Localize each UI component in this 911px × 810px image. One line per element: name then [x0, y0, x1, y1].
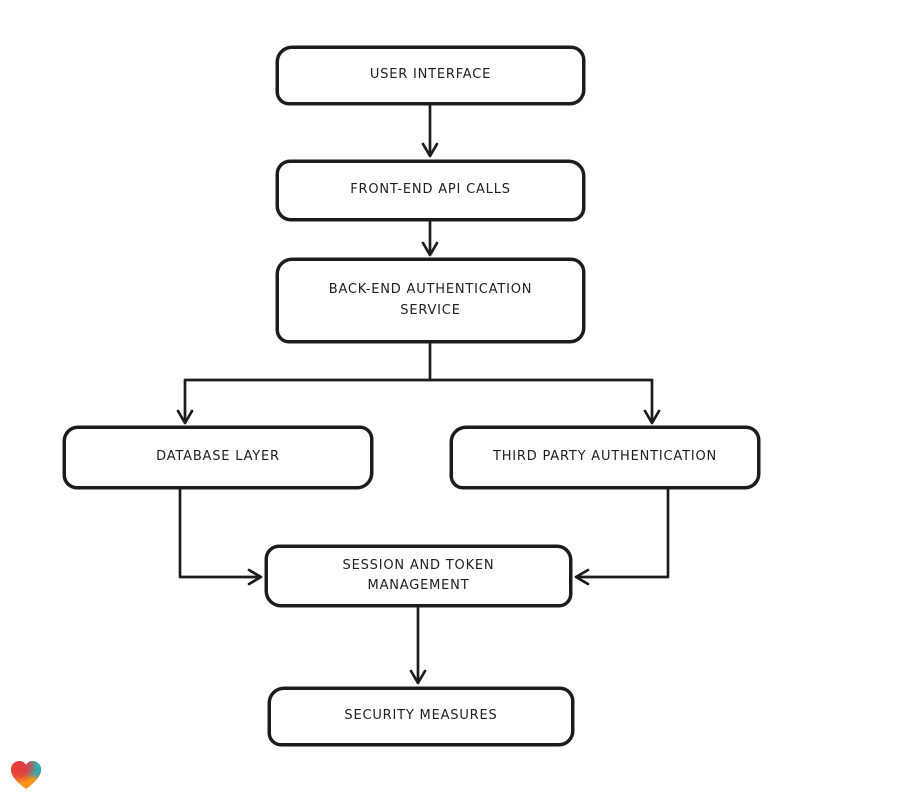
edge-back-end-authentication-service-to-database-layer [176, 342, 432, 425]
edge-front-end-api-calls-to-back-end-authentication-service [421, 219, 439, 257]
node-database-layer[interactable]: DATABASE LAYER [63, 426, 373, 489]
node-front-end-api-calls-label: FRONT-END API CALLS [350, 182, 511, 198]
node-back-end-authentication-service[interactable]: BACK-END AUTHENTICATION SERVICE [276, 258, 585, 343]
node-third-party-authentication[interactable]: THIRD PARTY AUTHENTICATION [450, 426, 760, 489]
edge-back-end-authentication-service-to-third-party-authentication [428, 378, 661, 425]
heart-logo[interactable] [10, 760, 42, 790]
node-user-interface[interactable]: USER INTERFACE [276, 46, 585, 105]
edge-user-interface-to-front-end-api-calls [421, 104, 439, 158]
node-database-layer-label: DATABASE LAYER [156, 449, 280, 465]
node-third-party-authentication-label: THIRD PARTY AUTHENTICATION [492, 449, 718, 465]
edge-third-party-authentication-to-session-and-token-management [574, 488, 670, 586]
node-session-and-token-management[interactable]: SESSION AND TOKEN MANAGEMENT [265, 545, 572, 607]
edge-session-and-token-management-to-security-measures [409, 606, 427, 685]
node-session-and-token-management-label: SESSION AND TOKEN MANAGEMENT [342, 557, 495, 593]
node-user-interface-label: USER INTERFACE [369, 67, 492, 83]
heart-logo-shape [11, 761, 41, 789]
node-front-end-api-calls[interactable]: FRONT-END API CALLS [276, 160, 585, 221]
node-security-measures[interactable]: SECURITY MEASURES [268, 687, 574, 746]
node-back-end-authentication-service-label: BACK-END AUTHENTICATION SERVICE [328, 282, 533, 318]
node-security-measures-label: SECURITY MEASURES [344, 708, 498, 724]
edge-database-layer-to-session-and-token-management [178, 488, 263, 586]
